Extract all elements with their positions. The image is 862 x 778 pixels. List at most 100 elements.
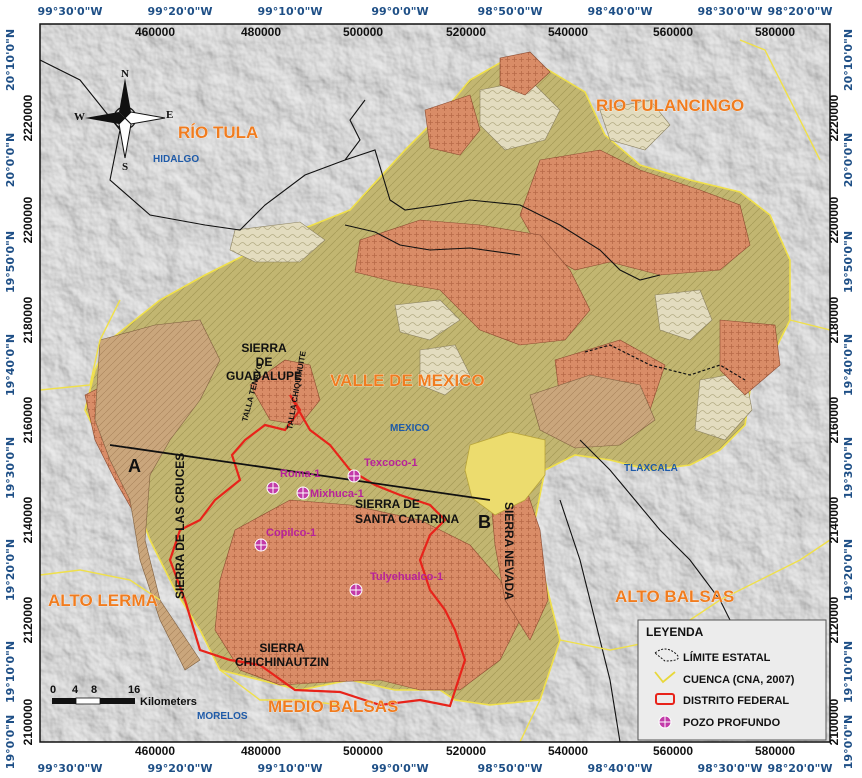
left-lat-labels: 20°10'0"N20°0'0"N19°50'0"N19°40'0"N19°30…	[4, 29, 17, 769]
top-utm-tick: 500000	[343, 25, 383, 39]
bottom-lon-tick: 99°10'0"W	[257, 762, 322, 775]
top-utm-tick: 560000	[653, 25, 693, 39]
bottom-utm-tick: 460000	[135, 744, 175, 758]
label-hidalgo: HIDALGO	[153, 154, 199, 165]
label-medio-balsas: MEDIO BALSAS	[268, 697, 398, 716]
left-lat-tick: 19°50'0"N	[4, 231, 17, 293]
well-roma[interactable]: Roma-1	[266, 468, 320, 495]
left-utm-tick: 2140000	[21, 496, 35, 543]
label-chichinautzin-1: SIERRA	[259, 641, 305, 655]
top-lon-tick: 98°30'0"W	[697, 5, 762, 18]
distrito-federal-boundary	[168, 394, 467, 708]
left-lat-tick: 19°0'0"N	[4, 715, 17, 769]
right-lat-tick: 19°20'0"N	[842, 539, 855, 601]
compass-w: W	[74, 111, 85, 123]
label-section-a: A	[128, 456, 141, 476]
yellow-unit-texcoco	[464, 431, 546, 516]
top-lon-tick: 98°50'0"W	[477, 5, 542, 18]
state-boundaries	[40, 59, 761, 742]
right-lat-tick: 20°0'0"N	[842, 133, 855, 187]
legend-label-distrito-federal: DISTRITO FEDERAL	[683, 695, 789, 707]
well-copilco[interactable]: Copilco-1	[254, 527, 316, 552]
legend: LEYENDA LÍMITE ESTATAL CUENCA (CNA, 2007…	[637, 619, 827, 741]
state-boundary-dashed	[584, 344, 746, 381]
left-lat-tick: 20°10'0"N	[4, 29, 17, 91]
scale-seg-3	[100, 698, 135, 704]
top-lon-tick: 98°40'0"W	[587, 5, 652, 18]
light-unit-northeast	[599, 99, 671, 151]
well-texcoco[interactable]: Texcoco-1	[347, 457, 418, 483]
label-rio-tula: RÍO TULA	[178, 123, 258, 142]
label-valle-de-mexico: VALLE DE MEXICO	[330, 371, 485, 390]
right-utm-tick: 2180000	[827, 296, 841, 343]
right-utm-tick: 2200000	[827, 196, 841, 243]
scale-seg-1	[52, 698, 76, 704]
left-utm-tick: 2120000	[21, 596, 35, 643]
right-lat-tick: 20°10'0"N	[842, 29, 855, 91]
top-utm-tick: 540000	[548, 25, 588, 39]
right-utm-tick: 2220000	[827, 94, 841, 141]
bottom-utm-tick: 580000	[755, 744, 795, 758]
bottom-lon-tick: 98°40'0"W	[587, 762, 652, 775]
right-lat-tick: 19°40'0"N	[842, 334, 855, 396]
right-lat-tick: 19°10'0"N	[842, 641, 855, 703]
legend-item-distrito-federal: DISTRITO FEDERAL	[655, 693, 789, 707]
well-tulyehualco[interactable]: Tulyehualco-1	[349, 571, 443, 597]
scale-unit: Kilometers	[140, 696, 197, 708]
red-line-icon	[655, 693, 675, 705]
label-santa-catarina-1: SIERRA DE	[355, 497, 420, 511]
compass-rose: N S E W	[74, 68, 173, 173]
label-alto-lerma: ALTO LERMA	[48, 591, 158, 610]
bottom-utm-tick: 500000	[343, 744, 383, 758]
right-lat-tick: 19°30'0"N	[842, 437, 855, 499]
scale-bar: 0 4 8 16 Kilometers	[50, 684, 197, 708]
bottom-lon-tick: 99°0'0"W	[371, 762, 428, 775]
light-unit-east2	[654, 289, 713, 341]
top-utm-tick: 480000	[241, 25, 281, 39]
top-lon-tick: 99°0'0"W	[371, 5, 428, 18]
well-icon-cross	[348, 470, 360, 482]
compass-e: E	[166, 109, 173, 121]
scale-tick-16: 16	[128, 684, 140, 696]
scale-tick-0: 0	[50, 684, 56, 696]
dashed-line-icon	[654, 648, 679, 662]
legend-item-pozo-profundo: POZO PROFUNDO	[658, 715, 781, 729]
tan-unit-east-ridge	[529, 374, 656, 449]
label-well-roma: Roma-1	[280, 468, 320, 480]
label-well-mixhuca: Mixhuca-1	[310, 488, 364, 500]
legend-item-limite-estatal: LÍMITE ESTATAL	[654, 648, 771, 664]
bottom-utm-tick: 540000	[548, 744, 588, 758]
section-line-a-b	[109, 444, 491, 501]
left-lat-tick: 19°30'0"N	[4, 437, 17, 499]
right-lat-tick: 19°50'0"N	[842, 231, 855, 293]
right-utm-tick: 2120000	[827, 596, 841, 643]
bottom-utm-tick: 480000	[241, 744, 281, 758]
scale-seg-2	[75, 697, 101, 705]
label-rio-tulancingo: RIO TULANCINGO	[596, 96, 744, 115]
label-santa-catarina-2: SANTA CATARINA	[355, 512, 460, 526]
top-lon-tick: 99°20'0"W	[147, 5, 212, 18]
well-icon-cross	[267, 482, 279, 494]
legend-label-limite-estatal: LÍMITE ESTATAL	[683, 651, 771, 664]
well-circle-cross-icon	[659, 716, 671, 728]
label-sierra-guadalupe-2: DE	[256, 355, 273, 369]
left-lat-tick: 19°10'0"N	[4, 641, 17, 703]
bottom-lon-tick: 99°20'0"W	[147, 762, 212, 775]
volcanic-unit-north	[424, 94, 481, 156]
well-mixhuca[interactable]: Mixhuca-1	[296, 486, 364, 500]
label-section-b: B	[478, 512, 491, 532]
right-lat-tick: 19°0'0"N	[842, 715, 855, 769]
top-utm-tick: 520000	[446, 25, 486, 39]
label-morelos: MORELOS	[197, 711, 248, 722]
top-utm-tick: 460000	[135, 25, 175, 39]
legend-label-cuenca: CUENCA (CNA, 2007)	[683, 674, 795, 686]
left-utm-tick: 2220000	[21, 94, 35, 141]
bottom-lon-tick: 98°20'0"W	[767, 762, 832, 775]
left-utm-tick: 2200000	[21, 196, 35, 243]
light-unit-center2	[394, 299, 461, 341]
right-utm-labels: 2220000220000021800002160000214000021200…	[827, 94, 841, 745]
top-lon-tick: 99°10'0"W	[257, 5, 322, 18]
